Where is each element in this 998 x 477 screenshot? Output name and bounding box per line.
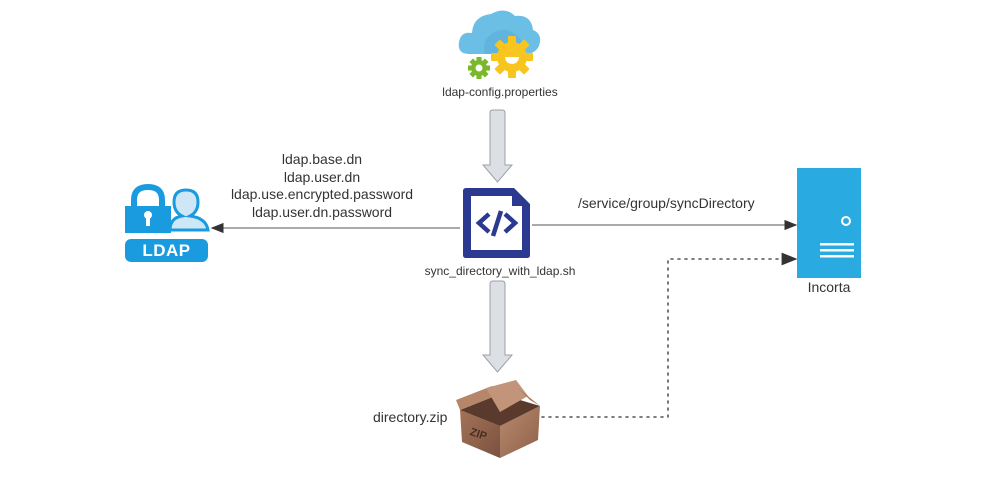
script-node-label: sync_directory_with_ldap.sh <box>424 264 576 278</box>
edge-config-to-script <box>481 109 514 183</box>
svg-text:ZIP: ZIP <box>468 426 488 443</box>
code-file-icon <box>463 188 530 258</box>
property-item: ldap.use.encrypted.password <box>230 186 414 202</box>
sync-endpoint-label: /service/group/syncDirectory <box>578 195 755 211</box>
property-item: ldap.base.dn <box>281 151 363 167</box>
zip-node-label: directory.zip <box>373 409 448 425</box>
server-icon <box>797 168 861 278</box>
property-item: ldap.user.dn <box>283 168 361 185</box>
cloud-gear-icon <box>458 10 541 79</box>
config-node-label: ldap-config.properties <box>442 85 558 99</box>
edge-script-to-zip <box>481 280 514 373</box>
property-item: ldap.user.dn.password <box>251 203 393 220</box>
ldap-lock-user-icon <box>125 183 210 262</box>
edge-zip-to-incorta <box>541 252 798 418</box>
ldap-node-label: LDAP <box>142 241 191 260</box>
zip-box-icon: ZIP <box>456 380 540 458</box>
incorta-node-label: Incorta <box>807 279 851 295</box>
ldap-properties-label: ldap.base.dn ldap.user.dn ldap.use.encry… <box>222 151 422 221</box>
